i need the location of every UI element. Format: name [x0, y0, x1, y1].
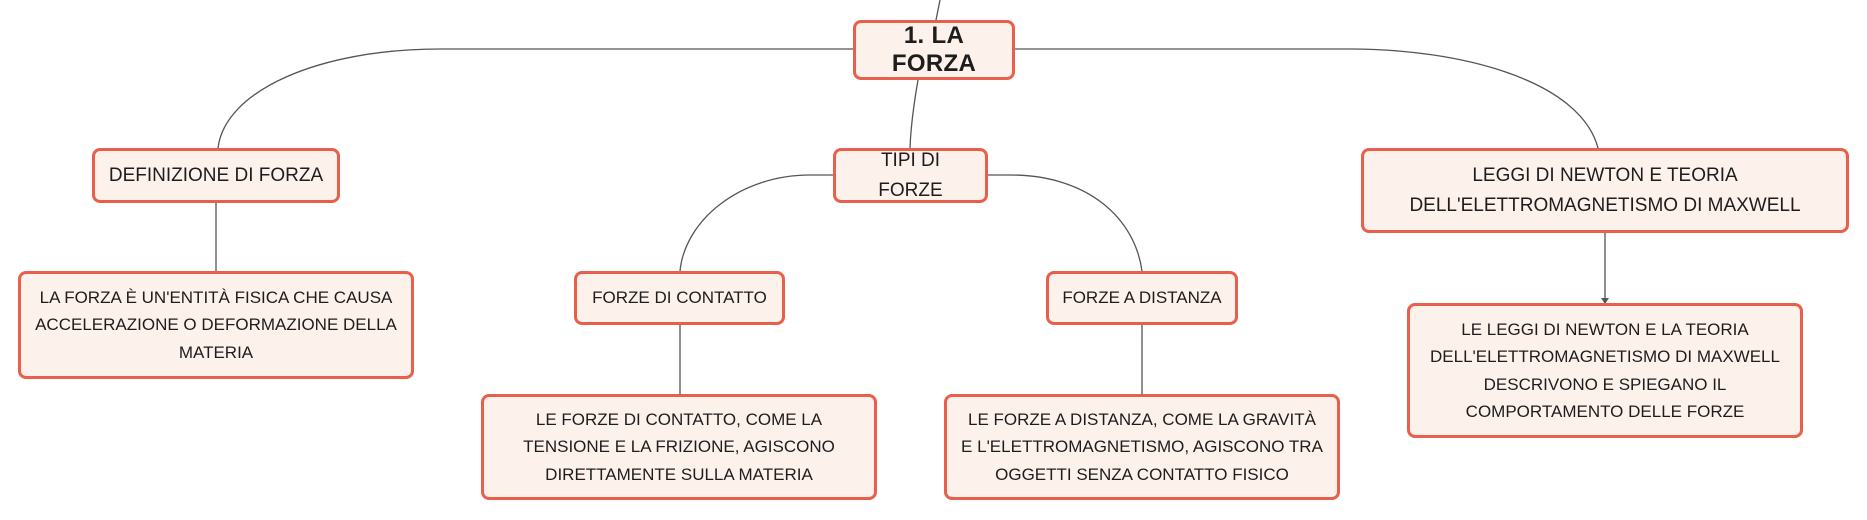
topic-label: LEGGI DI NEWTON E TEORIA DELL'ELETTROMAG… [1409, 165, 1801, 216]
subtopic-label: LE LEGGI DI NEWTON E LA TEORIA DELL'ELET… [1430, 320, 1780, 421]
connector-tipi-contatto [679, 174, 833, 272]
topic-leggi-di-newton[interactable]: LEGGI DI NEWTON E TEORIA DELL'ELETTROMAG… [1361, 148, 1849, 233]
connector-tipi-distanza [988, 174, 1143, 272]
connector-root-leggi [1015, 48, 1599, 149]
subtopic-forze-a-distanza[interactable]: LE FORZE A DISTANZA, COME LA GRAVITÀ E L… [944, 394, 1340, 500]
topic-tipi-di-forze[interactable]: TIPI DI FORZE [833, 148, 988, 203]
connector-parent-root [935, 0, 941, 21]
connector-root-tipi [909, 79, 919, 149]
subtopic-definizione[interactable]: LA FORZA È UN'ENTITÀ FISICA CHE CAUSA AC… [18, 271, 414, 379]
topic-forze-di-contatto[interactable]: FORZE DI CONTATTO [574, 271, 785, 325]
root-topic-label: 1. LA FORZA [891, 22, 977, 77]
subtopic-forze-di-contatto[interactable]: LE FORZE DI CONTATTO, COME LA TENSIONE E… [481, 394, 877, 500]
topic-label: FORZE A DISTANZA [1062, 288, 1222, 308]
connector-root-definizione [217, 48, 853, 149]
subtopic-label: LE FORZE DI CONTATTO, COME LA TENSIONE E… [523, 410, 835, 484]
subtopic-leggi-di-newton[interactable]: LE LEGGI DI NEWTON E LA TEORIA DELL'ELET… [1407, 303, 1803, 438]
topic-definizione-di-forza[interactable]: DEFINIZIONE DI FORZA [92, 148, 340, 203]
topic-label: DEFINIZIONE DI FORZA [108, 164, 324, 186]
subtopic-label: LE FORZE A DISTANZA, COME LA GRAVITÀ E L… [961, 410, 1323, 484]
topic-label: TIPI DI FORZE [878, 150, 943, 201]
subtopic-label: LA FORZA È UN'ENTITÀ FISICA CHE CAUSA AC… [35, 288, 397, 362]
topic-forze-a-distanza[interactable]: FORZE A DISTANZA [1046, 271, 1238, 325]
root-topic[interactable]: 1. LA FORZA [853, 20, 1015, 80]
arrowhead-leggi-leaf [1601, 298, 1609, 304]
topic-label: FORZE DI CONTATTO [592, 288, 767, 308]
